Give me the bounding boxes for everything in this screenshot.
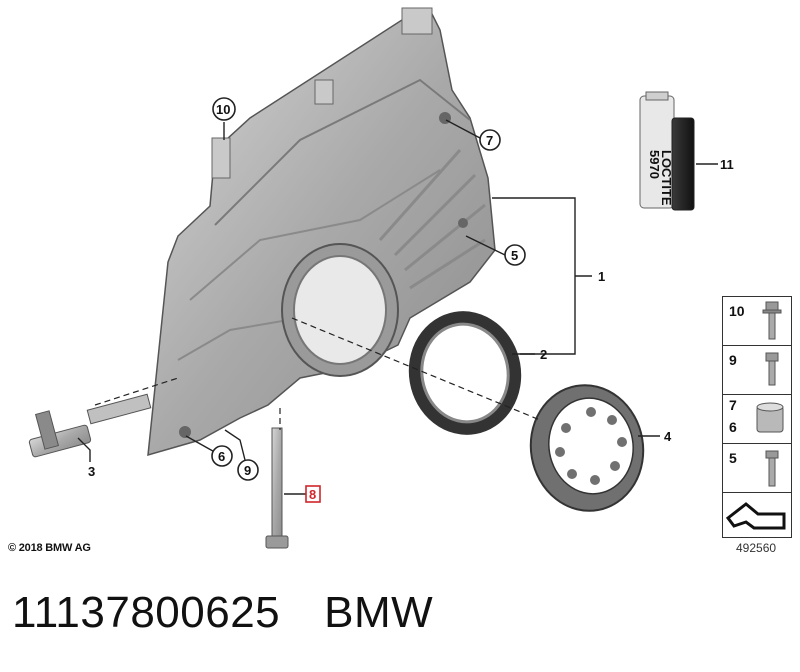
- part-outline-icon: [725, 502, 786, 530]
- callout-8: 8: [309, 487, 316, 502]
- tube-label-brand: LOCTITE: [659, 150, 674, 206]
- callout-5: 5: [511, 248, 518, 263]
- crankshaft-sensor: [28, 393, 152, 458]
- timing-cover: [147, 7, 496, 457]
- legend-item-10: 10: [722, 296, 792, 345]
- callout-box-8: [305, 485, 321, 503]
- callout-circle-5: [504, 244, 526, 266]
- callout-2: 2: [540, 347, 547, 362]
- callout-circle-6: [211, 445, 233, 467]
- brand-name: BMW: [324, 588, 434, 637]
- sensor-axis-line: [94, 377, 179, 406]
- callout-9: 9: [244, 463, 251, 478]
- callout-11: 11: [720, 157, 734, 172]
- parts-diagram: LOCTITE 5970 1 2 3 4 5 6 7 8 9 10 11: [28, 7, 734, 549]
- long-bolt: [265, 427, 289, 549]
- legend-label-bottom: 6: [729, 419, 737, 435]
- copyright-text: © 2018 BMW AG: [8, 542, 91, 554]
- sensor-wheel: [529, 384, 645, 512]
- callout-circle-10: [212, 97, 236, 121]
- legend-label: 9: [729, 352, 737, 368]
- part-number-line: 11137800625 BMW: [12, 588, 433, 638]
- hardware-legend: 10 9 7 6 5: [722, 296, 792, 538]
- legend-item-outline: [722, 492, 792, 538]
- short-bolt-icon: [765, 352, 779, 386]
- sleeve-icon: [756, 402, 784, 433]
- flange-bolt-icon: [762, 301, 782, 340]
- callout-4: 4: [664, 429, 672, 444]
- callout-1: 1: [598, 269, 605, 284]
- leader-3: [77, 437, 91, 462]
- legend-item-9: 9: [722, 345, 792, 394]
- radial-shaft-seal: [408, 311, 522, 435]
- part-number: 11137800625: [12, 588, 281, 637]
- leader-9: [224, 429, 246, 461]
- legend-item-5: 5: [722, 443, 792, 492]
- loctite-tube: LOCTITE 5970: [639, 91, 695, 211]
- callout-6: 6: [218, 449, 225, 464]
- callout-10: 10: [216, 102, 230, 117]
- leader-5: [465, 235, 506, 256]
- screw-icon: [765, 450, 779, 487]
- assembly-axis-line: [291, 317, 541, 421]
- legend-item-7-6: 7 6: [722, 394, 792, 443]
- callout-3: 3: [88, 464, 95, 479]
- callout-7: 7: [486, 133, 493, 148]
- callout-circle-9: [237, 459, 259, 481]
- legend-label-top: 7: [729, 397, 737, 413]
- leader-7: [445, 119, 481, 139]
- legend-label: 10: [729, 303, 745, 319]
- legend-label: 5: [729, 450, 737, 466]
- callout-circle-7: [479, 129, 501, 151]
- tube-label-code: 5970: [647, 150, 662, 179]
- drawing-number: 492560: [736, 541, 777, 555]
